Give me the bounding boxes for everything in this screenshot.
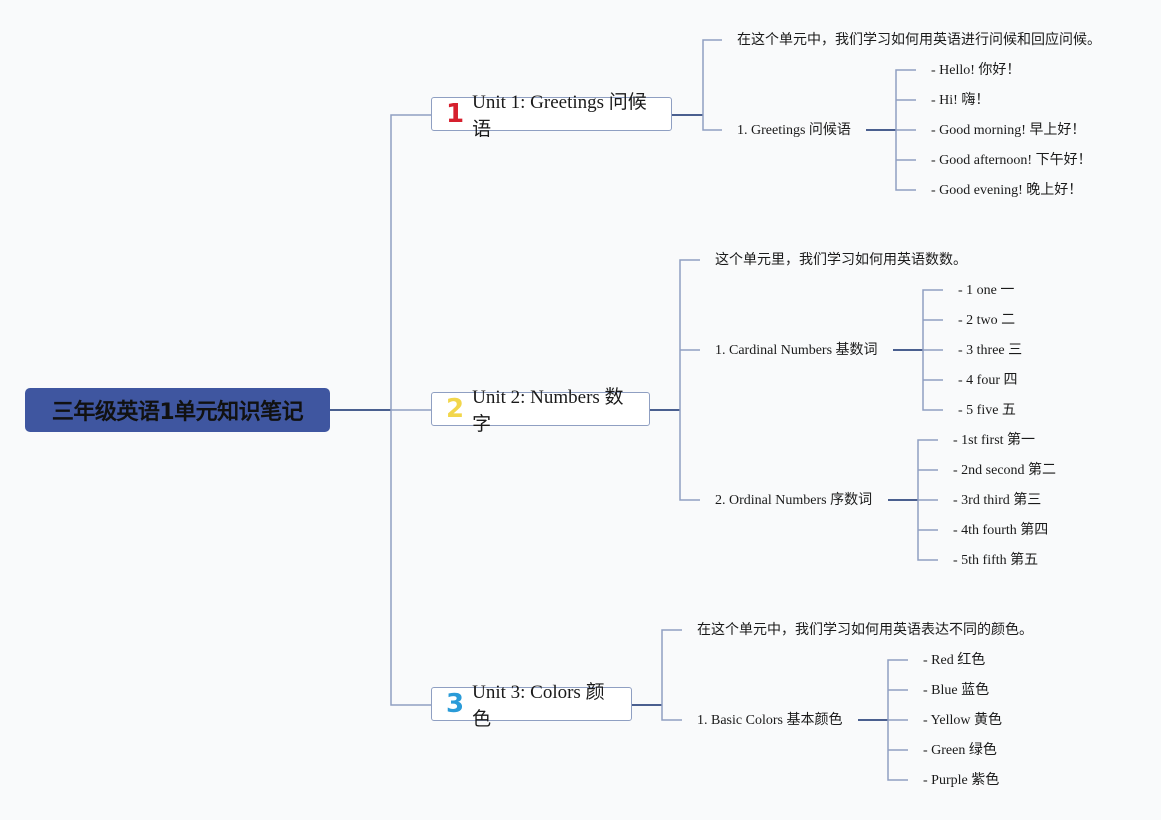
group-label[interactable]: 1. Greetings 问候语 <box>737 123 851 138</box>
group-label[interactable]: 1. Basic Colors 基本颜色 <box>697 713 843 728</box>
unit-1-intro[interactable]: 在这个单元中，我们学习如何用英语进行问候和回应问候。 <box>737 33 1101 48</box>
unit-3-label: Unit 3: Colors 颜色 <box>472 682 605 730</box>
list-item[interactable]: - 1st first 第一 <box>953 433 1036 448</box>
unit-1-topic[interactable]: 1 Unit 1: Greetings 问候语 <box>431 92 672 140</box>
unit-1-label: Unit 1: Greetings 问候语 <box>472 92 647 140</box>
group-label[interactable]: 1. Cardinal Numbers 基数词 <box>715 343 878 358</box>
list-item[interactable]: - 4 four 四 <box>958 373 1018 388</box>
list-item[interactable]: - 2nd second 第二 <box>953 463 1057 478</box>
unit-3-intro[interactable]: 在这个单元中，我们学习如何用英语表达不同的颜色。 <box>697 623 1033 638</box>
list-item[interactable]: - Hi! 嗨！ <box>931 93 990 108</box>
list-item[interactable]: - Green 绿色 <box>923 743 997 758</box>
unit-2-intro[interactable]: 这个单元里，我们学习如何用英语数数。 <box>715 253 967 268</box>
list-item[interactable]: - 2 two 二 <box>958 313 1016 328</box>
list-item[interactable]: - Good evening! 晚上好！ <box>931 183 1083 198</box>
list-item[interactable]: - 5th fifth 第五 <box>953 553 1039 568</box>
list-item[interactable]: - Blue 蓝色 <box>923 683 990 698</box>
list-item[interactable]: - Purple 紫色 <box>923 773 1000 788</box>
list-item[interactable]: - 3rd third 第三 <box>953 493 1042 508</box>
list-item[interactable]: - 5 five 五 <box>958 403 1016 418</box>
list-item[interactable]: - Good afternoon! 下午好！ <box>931 153 1092 168</box>
unit-2-topic[interactable]: 2 Unit 2: Numbers 数字 <box>431 387 650 435</box>
list-item[interactable]: - Good morning! 早上好！ <box>931 123 1086 138</box>
number-3-icon: 3 <box>446 689 465 719</box>
list-item[interactable]: - 4th fourth 第四 <box>953 523 1049 538</box>
list-item[interactable]: - 3 three 三 <box>958 343 1023 358</box>
group-label[interactable]: 2. Ordinal Numbers 序数词 <box>715 493 873 508</box>
root-topic[interactable]: 三年级英语1单元知识笔记 <box>25 388 330 432</box>
list-item[interactable]: - 1 one 一 <box>958 283 1015 298</box>
number-1-icon: 1 <box>446 99 465 129</box>
unit-3-topic[interactable]: 3 Unit 3: Colors 颜色 <box>431 682 632 730</box>
list-item[interactable]: - Yellow 黄色 <box>923 713 1002 728</box>
unit-2-label: Unit 2: Numbers 数字 <box>472 387 624 435</box>
list-item[interactable]: - Hello! 你好！ <box>931 63 1021 78</box>
number-2-icon: 2 <box>446 394 465 424</box>
list-item[interactable]: - Red 红色 <box>923 653 986 668</box>
root-title: 三年级英语1单元知识笔记 <box>51 400 304 425</box>
